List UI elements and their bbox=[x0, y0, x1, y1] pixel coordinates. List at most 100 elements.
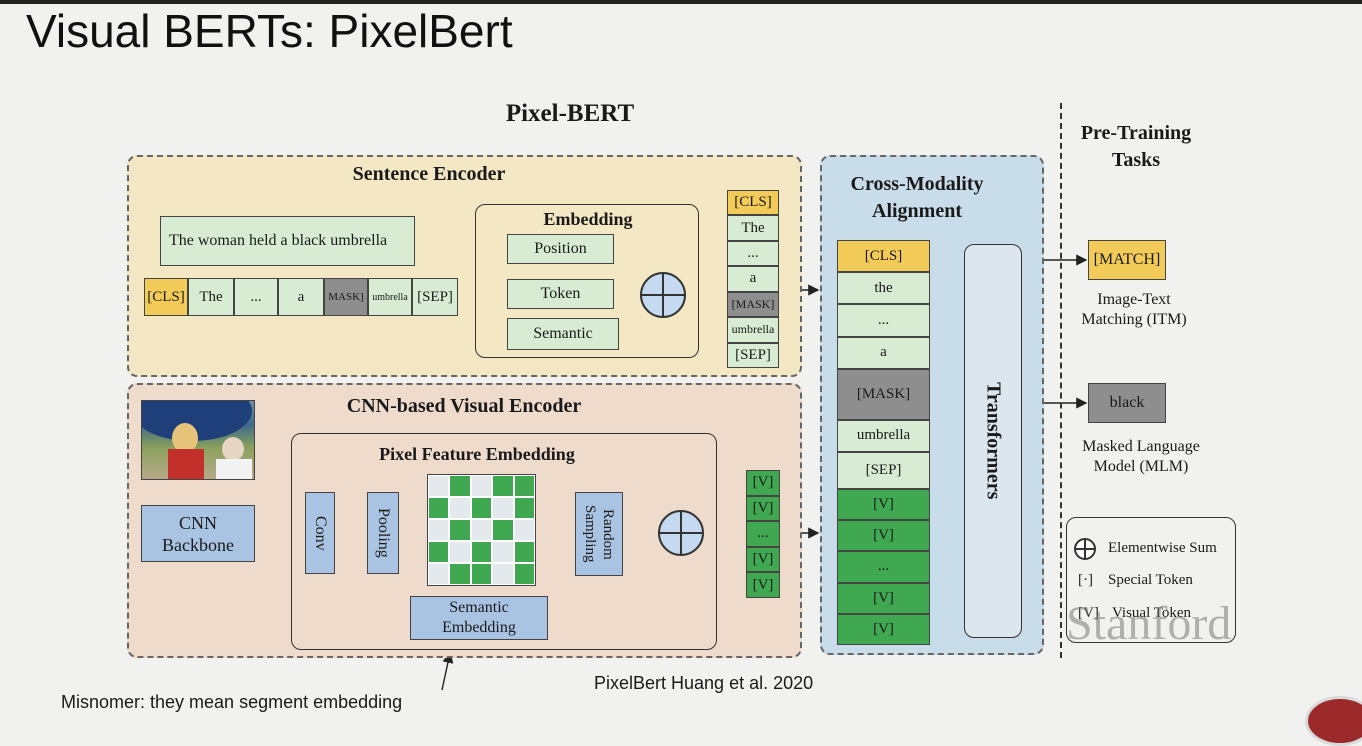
token: ... bbox=[837, 304, 930, 337]
grid-cell bbox=[449, 497, 471, 519]
visual-encoder-title: CNN-based Visual Encoder bbox=[346, 395, 582, 417]
token: umbrella bbox=[727, 317, 779, 343]
semantic-embedding: Semantic bbox=[507, 318, 619, 350]
top-bar bbox=[0, 0, 1362, 4]
grid-cell bbox=[449, 563, 471, 585]
token-sep: [SEP] bbox=[412, 278, 458, 316]
transformers-label: Transformers bbox=[982, 382, 1005, 500]
input-photo bbox=[141, 400, 255, 480]
transformers-block: Transformers bbox=[964, 244, 1022, 638]
input-sentence: The woman held a black umbrella bbox=[160, 216, 415, 266]
cnn-backbone: CNN Backbone bbox=[141, 505, 255, 562]
token: the bbox=[837, 272, 930, 305]
legend-visual: Visual Token bbox=[1112, 605, 1192, 621]
token: umbrella bbox=[837, 419, 930, 452]
elementwise-sum-icon bbox=[1074, 538, 1096, 560]
itm-output: [MATCH] bbox=[1088, 240, 1166, 280]
visual-token: [V] bbox=[837, 488, 930, 521]
grid-cell bbox=[492, 475, 514, 497]
itm-label: Image-Text Matching (ITM) bbox=[1081, 291, 1187, 328]
token-cls: [CLS] bbox=[837, 240, 930, 273]
pixel-feature-grid bbox=[427, 474, 536, 586]
visual-token: [V] bbox=[837, 582, 930, 614]
random-sampling: Random Sampling bbox=[575, 492, 623, 576]
token: ... bbox=[233, 278, 279, 316]
pooling-layer: Pooling bbox=[367, 492, 399, 574]
embedding-title: Embedding bbox=[543, 209, 633, 229]
grid-cell bbox=[513, 519, 535, 541]
visual-output-column: [V] [V] ... [V] [V] bbox=[746, 470, 780, 598]
grid-cell bbox=[492, 519, 514, 541]
elementwise-sum-icon bbox=[658, 510, 704, 556]
grid-cell bbox=[428, 475, 450, 497]
cross-modality-title: Cross-Modality Alignment bbox=[850, 173, 984, 222]
misnomer-note: Misnomer: they mean segment embedding bbox=[61, 692, 403, 712]
pixel-feature-title: Pixel Feature Embedding bbox=[379, 444, 575, 464]
grid-cell bbox=[470, 497, 493, 519]
pretraining-title: Pre-Training Tasks bbox=[1080, 122, 1192, 171]
mlm-output: black bbox=[1088, 383, 1166, 423]
visual-token: [V] bbox=[746, 546, 780, 573]
slide-title: Visual BERTs: PixelBert bbox=[26, 5, 513, 57]
legend-special: Special Token bbox=[1108, 572, 1193, 588]
visual-token: [V] bbox=[746, 572, 780, 598]
grid-cell bbox=[492, 541, 514, 563]
token-cls: [CLS] bbox=[144, 278, 189, 316]
grid-cell bbox=[492, 563, 514, 585]
grid-cell bbox=[492, 497, 514, 519]
grid-cell bbox=[513, 541, 535, 563]
grid-cell bbox=[470, 519, 493, 541]
token: The bbox=[188, 278, 234, 316]
elementwise-sum-icon bbox=[640, 272, 686, 318]
grid-cell bbox=[428, 541, 450, 563]
token-cls: [CLS] bbox=[727, 190, 779, 216]
visual-token: [V] bbox=[837, 613, 930, 645]
token-sep: [SEP] bbox=[727, 342, 779, 368]
grid-cell bbox=[470, 475, 493, 497]
grid-cell bbox=[513, 497, 535, 519]
conv-layer: Conv bbox=[305, 492, 335, 574]
sentence-encoder-title: Sentence Encoder bbox=[352, 163, 506, 185]
visual-token: [V] bbox=[746, 495, 780, 522]
grid-cell bbox=[513, 475, 535, 497]
token: The bbox=[727, 215, 779, 241]
citation: PixelBert Huang et al. 2020 bbox=[594, 673, 814, 693]
legend-special-symbol: [·] bbox=[1078, 572, 1093, 588]
token: a bbox=[278, 278, 324, 316]
stanford-seal-icon bbox=[1305, 696, 1362, 746]
token-mask: MASK] bbox=[323, 278, 368, 316]
visual-token: ... bbox=[837, 551, 930, 583]
visual-token: [V] bbox=[746, 470, 780, 496]
grid-cell bbox=[449, 519, 471, 541]
token-mask: [MASK] bbox=[837, 368, 930, 420]
input-token-row: [CLS] The ... a MASK] umbrella [SEP] bbox=[144, 278, 458, 316]
token: umbrella bbox=[368, 278, 413, 316]
grid-cell bbox=[428, 497, 450, 519]
token-sep: [SEP] bbox=[837, 451, 930, 489]
visual-token: ... bbox=[746, 521, 780, 547]
token: ... bbox=[727, 240, 779, 267]
grid-cell bbox=[513, 563, 535, 585]
token: a bbox=[837, 336, 930, 369]
visual-token: [V] bbox=[837, 520, 930, 552]
joint-token-column: [CLS] the ... a [MASK] umbrella [SEP] [V… bbox=[837, 240, 930, 645]
pretraining-divider bbox=[1060, 103, 1062, 658]
text-output-column: [CLS] The ... a [MASK] umbrella [SEP] bbox=[727, 190, 779, 368]
legend-visual-symbol: [V] bbox=[1078, 605, 1099, 621]
semantic-embedding-visual: Semantic Embedding bbox=[410, 596, 548, 640]
grid-cell bbox=[470, 541, 493, 563]
token-embedding: Token bbox=[507, 279, 614, 309]
legend-sum: Elementwise Sum bbox=[1108, 540, 1217, 556]
token: a bbox=[727, 266, 779, 292]
grid-cell bbox=[449, 541, 471, 563]
token-mask: [MASK] bbox=[727, 291, 779, 318]
sentence-encoder-panel: Sentence Encoder bbox=[127, 155, 802, 377]
stanford-watermark: Stanford bbox=[1066, 597, 1232, 650]
position-embedding: Position bbox=[507, 234, 614, 264]
grid-cell bbox=[449, 475, 471, 497]
grid-cell bbox=[470, 563, 493, 585]
grid-cell bbox=[428, 519, 450, 541]
legend-box bbox=[1066, 517, 1236, 643]
grid-cell bbox=[428, 563, 450, 585]
mlm-label: Masked Language Model (MLM) bbox=[1082, 438, 1200, 475]
